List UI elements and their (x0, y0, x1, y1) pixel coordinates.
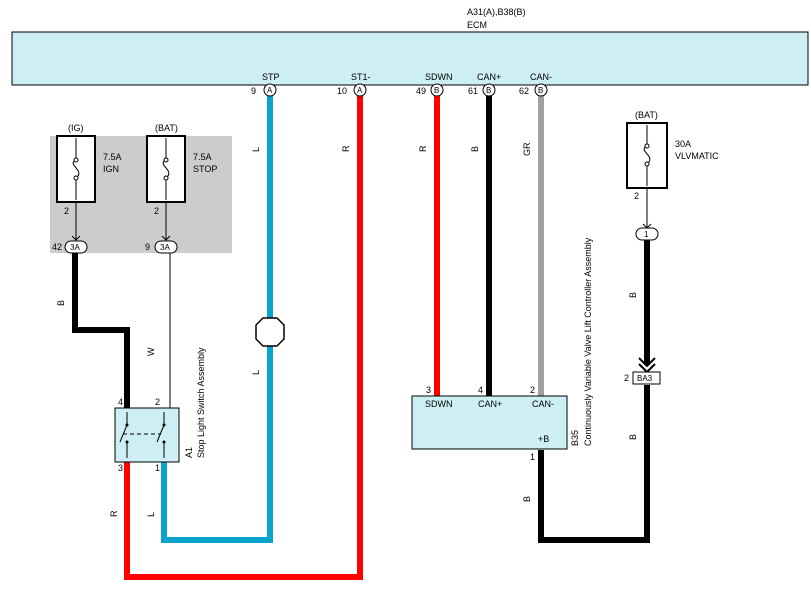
ecm-pin-sdwn: SDWN 49 B (416, 72, 453, 97)
wire-label-stp: L (251, 147, 261, 152)
svg-text:2: 2 (155, 397, 160, 407)
svg-text:9: 9 (145, 242, 150, 252)
wire-ig-feed (72, 252, 130, 408)
svg-text:IGN: IGN (103, 164, 119, 174)
svg-text:BA3: BA3 (637, 374, 653, 383)
svg-text:1: 1 (155, 463, 160, 473)
svg-text:9: 9 (251, 86, 256, 96)
svg-text:B: B (434, 86, 439, 95)
svg-text:+B: +B (538, 434, 549, 444)
svg-text:Continuously Variable Valve Li: Continuously Variable Valve Lift Control… (583, 237, 593, 446)
wire-label-sdwn: R (418, 145, 428, 152)
svg-text:2: 2 (154, 206, 159, 216)
wire-label-stop-feed: W (146, 347, 156, 356)
fuse-vlvmatic: (BAT) 30A VLVMATIC 2 1 (626, 110, 719, 241)
ecm-pin-canp: CAN+ 61 B (468, 72, 501, 97)
fuse-ign: (IG) 7.5A IGN 2 42 3A (52, 123, 122, 254)
svg-text:VLVMATIC: VLVMATIC (675, 151, 719, 161)
ecm-connector-ref: A31(A),B38(B) (467, 7, 526, 17)
svg-text:7.5A: 7.5A (103, 152, 122, 162)
ecm-pin-canm: CAN- 62 B (519, 72, 552, 97)
svg-text:B35: B35 (570, 430, 580, 446)
svg-text:2: 2 (530, 385, 535, 395)
svg-text:49: 49 (416, 86, 426, 96)
wire-label-vlv-upper: B (628, 292, 638, 298)
ecm-name: ECM (467, 20, 487, 30)
svg-text:3A: 3A (70, 243, 80, 252)
svg-text:A: A (267, 86, 273, 95)
ecm-box (11, 31, 809, 86)
svg-text:3: 3 (426, 385, 431, 395)
svg-text:(BAT): (BAT) (155, 123, 178, 133)
junction-ba3: 2 BA3 (624, 357, 661, 385)
ecm-pin-stp: STP 9 A (251, 72, 280, 97)
svg-text:B: B (486, 86, 491, 95)
svg-text:7.5A: 7.5A (193, 152, 212, 162)
wire-label-canp: B (470, 146, 480, 152)
svg-text:CAN-: CAN- (532, 399, 554, 409)
svg-text:2: 2 (624, 373, 629, 383)
junction-connector-octagon (255, 317, 285, 347)
wire-label-vlv-lower: B (628, 434, 638, 440)
wire-label-st1: R (341, 145, 351, 152)
svg-text:ST1-: ST1- (351, 72, 371, 82)
stop-light-switch: 4 2 3 1 A1 Stop Light Switch Assembly (114, 347, 206, 473)
wire-vlv-lower (538, 385, 650, 543)
svg-text:(BAT): (BAT) (635, 110, 658, 120)
svg-text:CAN+: CAN+ (477, 72, 501, 82)
svg-text:2: 2 (64, 206, 69, 216)
svg-text:B: B (538, 86, 543, 95)
svg-text:3: 3 (118, 463, 123, 473)
svg-text:SDWN: SDWN (425, 399, 453, 409)
svg-text:62: 62 (519, 86, 529, 96)
wire-label-sw-r: R (109, 510, 119, 517)
svg-text:1: 1 (530, 452, 535, 462)
svg-text:STP: STP (262, 72, 280, 82)
svg-text:10: 10 (337, 86, 347, 96)
valve-lift-controller: 3 4 2 SDWN CAN+ CAN- +B 1 B35 Continuous… (411, 237, 593, 462)
wire-label-stp-lower: L (251, 370, 261, 375)
wire-label-ig-feed: B (56, 300, 66, 306)
wire-label-sw-l: L (146, 512, 156, 517)
svg-text:30A: 30A (675, 139, 691, 149)
svg-text:SDWN: SDWN (425, 72, 453, 82)
svg-text:4: 4 (478, 385, 483, 395)
svg-text:Stop Light Switch Assembly: Stop Light Switch Assembly (196, 347, 206, 458)
svg-text:42: 42 (52, 242, 62, 252)
svg-text:1: 1 (644, 230, 649, 239)
wire-st1 (124, 96, 363, 580)
svg-text:A: A (357, 86, 363, 95)
svg-text:4: 4 (118, 397, 123, 407)
svg-text:STOP: STOP (193, 164, 217, 174)
wire-label-b35-out: B (522, 496, 532, 502)
svg-text:CAN-: CAN- (530, 72, 552, 82)
fuse-stop: (BAT) 7.5A STOP 2 9 3A (145, 123, 217, 254)
svg-text:2: 2 (634, 191, 639, 201)
svg-text:CAN+: CAN+ (478, 399, 502, 409)
svg-text:A1: A1 (184, 447, 194, 458)
svg-text:3A: 3A (160, 243, 170, 252)
svg-text:61: 61 (468, 86, 478, 96)
ecm-pin-st1: ST1- 10 A (337, 72, 371, 97)
wire-label-canm: GR (522, 142, 532, 156)
svg-text:(IG): (IG) (68, 123, 84, 133)
